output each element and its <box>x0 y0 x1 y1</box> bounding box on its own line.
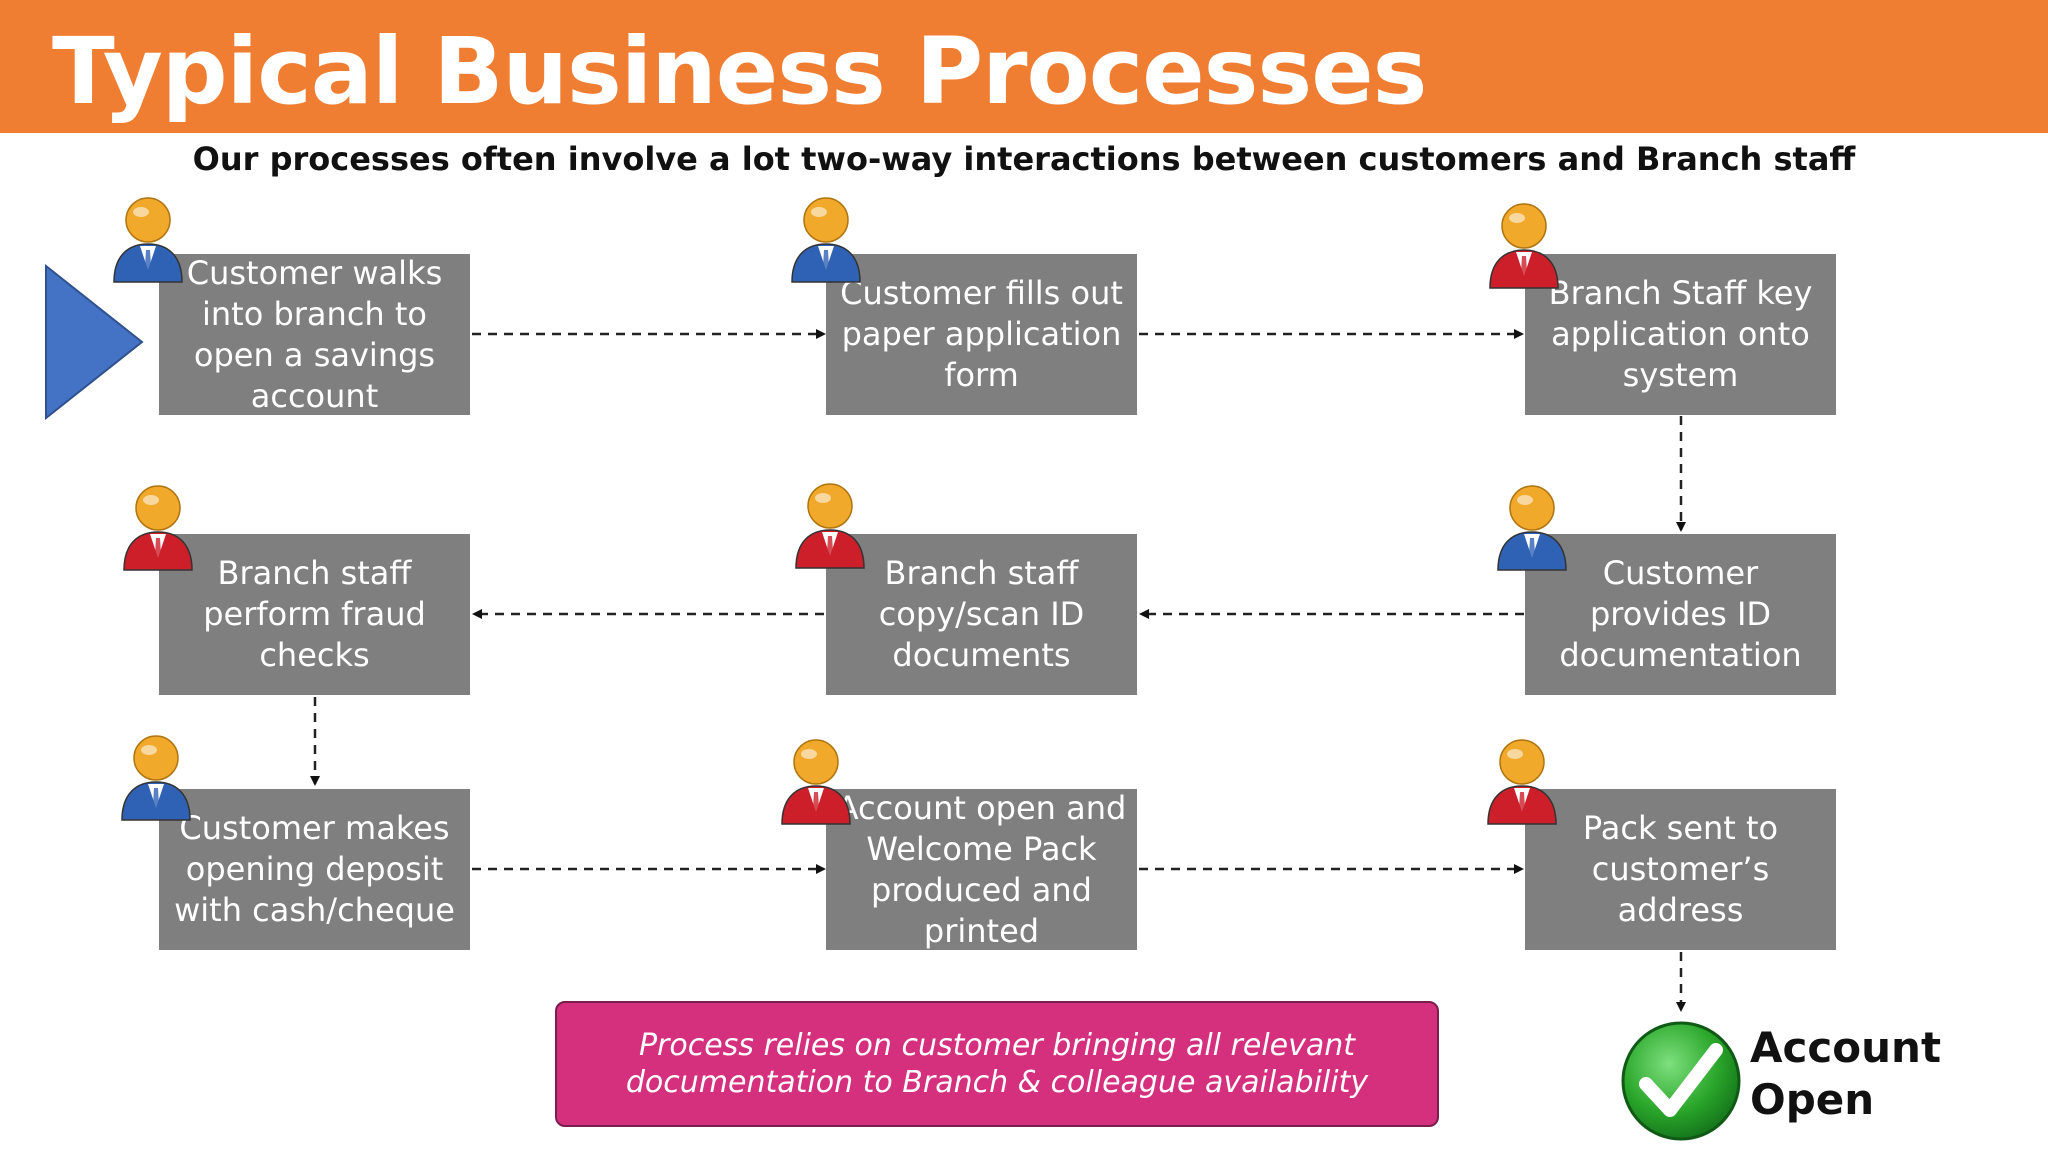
customer-icon <box>786 194 866 284</box>
note-line-2: documentation to Branch & colleague avai… <box>625 1065 1369 1100</box>
subtitle: Our processes often involve a lot two-wa… <box>192 140 1856 178</box>
process-step-3: Branch Staff key application onto system <box>1525 254 1836 415</box>
branch-staff-icon <box>776 736 856 826</box>
process-step-6: Customer provides ID documentation <box>1525 534 1836 695</box>
checkmark-icon <box>1621 1021 1741 1141</box>
branch-staff-icon <box>1484 200 1564 290</box>
process-step-4: Branch staff perform fraud checks <box>159 534 470 695</box>
account-open-line-2: Open <box>1750 1075 1875 1124</box>
page-title: Typical Business Processes <box>52 18 1427 125</box>
process-step-1: Customer walks into branch to open a sav… <box>159 254 470 415</box>
start-arrow-icon <box>45 264 144 420</box>
branch-staff-icon <box>118 482 198 572</box>
customer-icon <box>108 194 188 284</box>
note-line-1: Process relies on customer bringing all … <box>638 1028 1356 1063</box>
title-banner: Typical Business Processes <box>0 0 2048 133</box>
process-step-5: Branch staff copy/scan ID documents <box>826 534 1137 695</box>
process-step-9: Pack sent to customer’s address <box>1525 789 1836 950</box>
customer-icon <box>116 732 196 822</box>
account-open-line-1: Account <box>1750 1023 1942 1072</box>
branch-staff-icon <box>1482 736 1562 826</box>
branch-staff-icon <box>790 480 870 570</box>
account-open-label: Account Open <box>1750 1022 1941 1126</box>
customer-icon <box>1492 482 1572 572</box>
process-step-8: Account open and Welcome Pack produced a… <box>826 789 1137 950</box>
process-step-7: Customer makes opening deposit with cash… <box>159 789 470 950</box>
process-note: Process relies on customer bringing all … <box>555 1001 1439 1127</box>
process-step-2: Customer fills out paper application for… <box>826 254 1137 415</box>
